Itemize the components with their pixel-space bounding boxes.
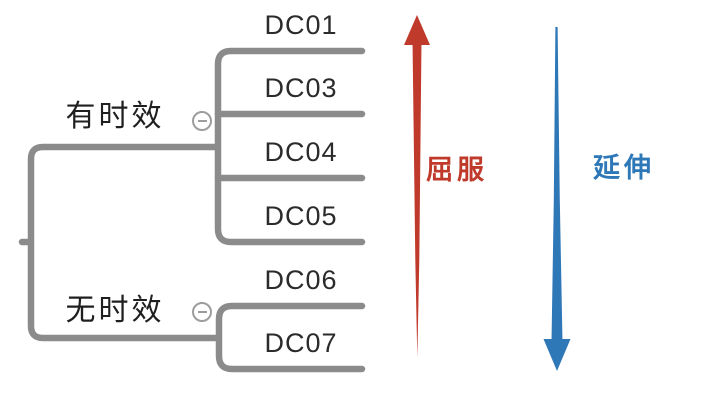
topic-label-dc01[interactable]: DC01: [264, 10, 338, 40]
elongation-label: 延伸: [593, 153, 655, 184]
topic-label-dc04[interactable]: DC04: [264, 137, 338, 167]
root-fork-line: [27, 143, 220, 342]
topic-label-dc06[interactable]: DC06: [264, 265, 338, 295]
yield-up-arrow: [404, 15, 430, 358]
group1-bracket-line: [214, 47, 366, 246]
topic-label-non-aged[interactable]: 无时效: [65, 293, 165, 328]
down-arrowhead-icon: [543, 339, 571, 371]
down-arrow-shaft: [551, 27, 563, 342]
up-arrowhead-icon: [404, 15, 430, 45]
topic-label-aged[interactable]: 有时效: [65, 99, 165, 134]
up-arrow-shaft: [412, 40, 422, 358]
topic-label-dc03[interactable]: DC03: [264, 73, 338, 103]
group2-bracket-line: [215, 302, 366, 373]
collapse-button-aged[interactable]: [192, 111, 212, 131]
topic-label-dc07[interactable]: DC07: [264, 328, 338, 358]
elongation-down-arrow: [543, 27, 571, 371]
minus-circle-icon: [197, 120, 207, 122]
collapse-button-non-aged[interactable]: [192, 302, 212, 322]
topic-label-dc05[interactable]: DC05: [264, 201, 338, 231]
minus-circle-icon: [197, 311, 207, 313]
yield-label: 屈服: [426, 155, 488, 186]
